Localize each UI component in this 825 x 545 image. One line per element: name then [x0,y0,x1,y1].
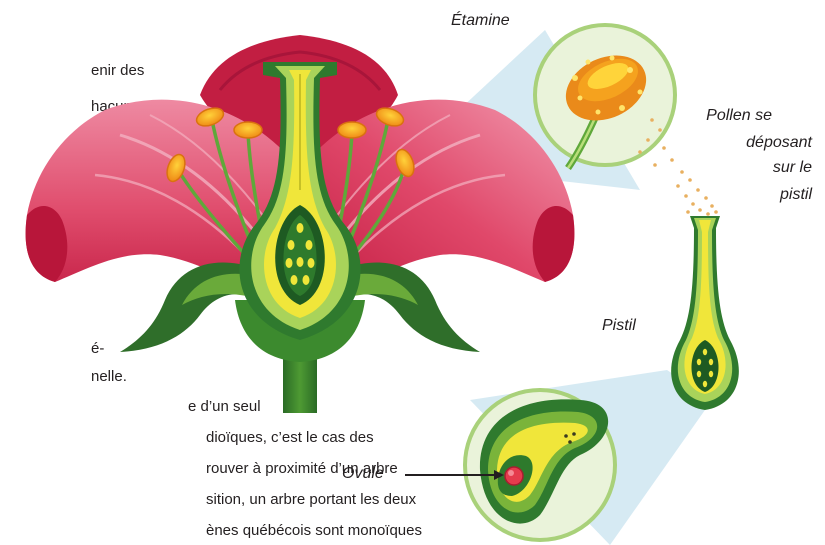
label-pollen-line-1: Pollen se [672,107,772,125]
ovule-zoom-circle [465,390,615,540]
pistil-closeup [671,216,739,410]
stamen-zoom-circle [535,25,675,168]
ovule-dot [505,467,523,485]
label-pollen-line-4: pistil [700,186,812,204]
label-etamine: Étamine [451,12,510,30]
label-ovule: Ovule [342,465,384,483]
label-pollen-line-2: déposant [700,134,812,152]
label-pistil: Pistil [602,317,636,335]
label-pollen-line-3: sur le [700,159,812,177]
